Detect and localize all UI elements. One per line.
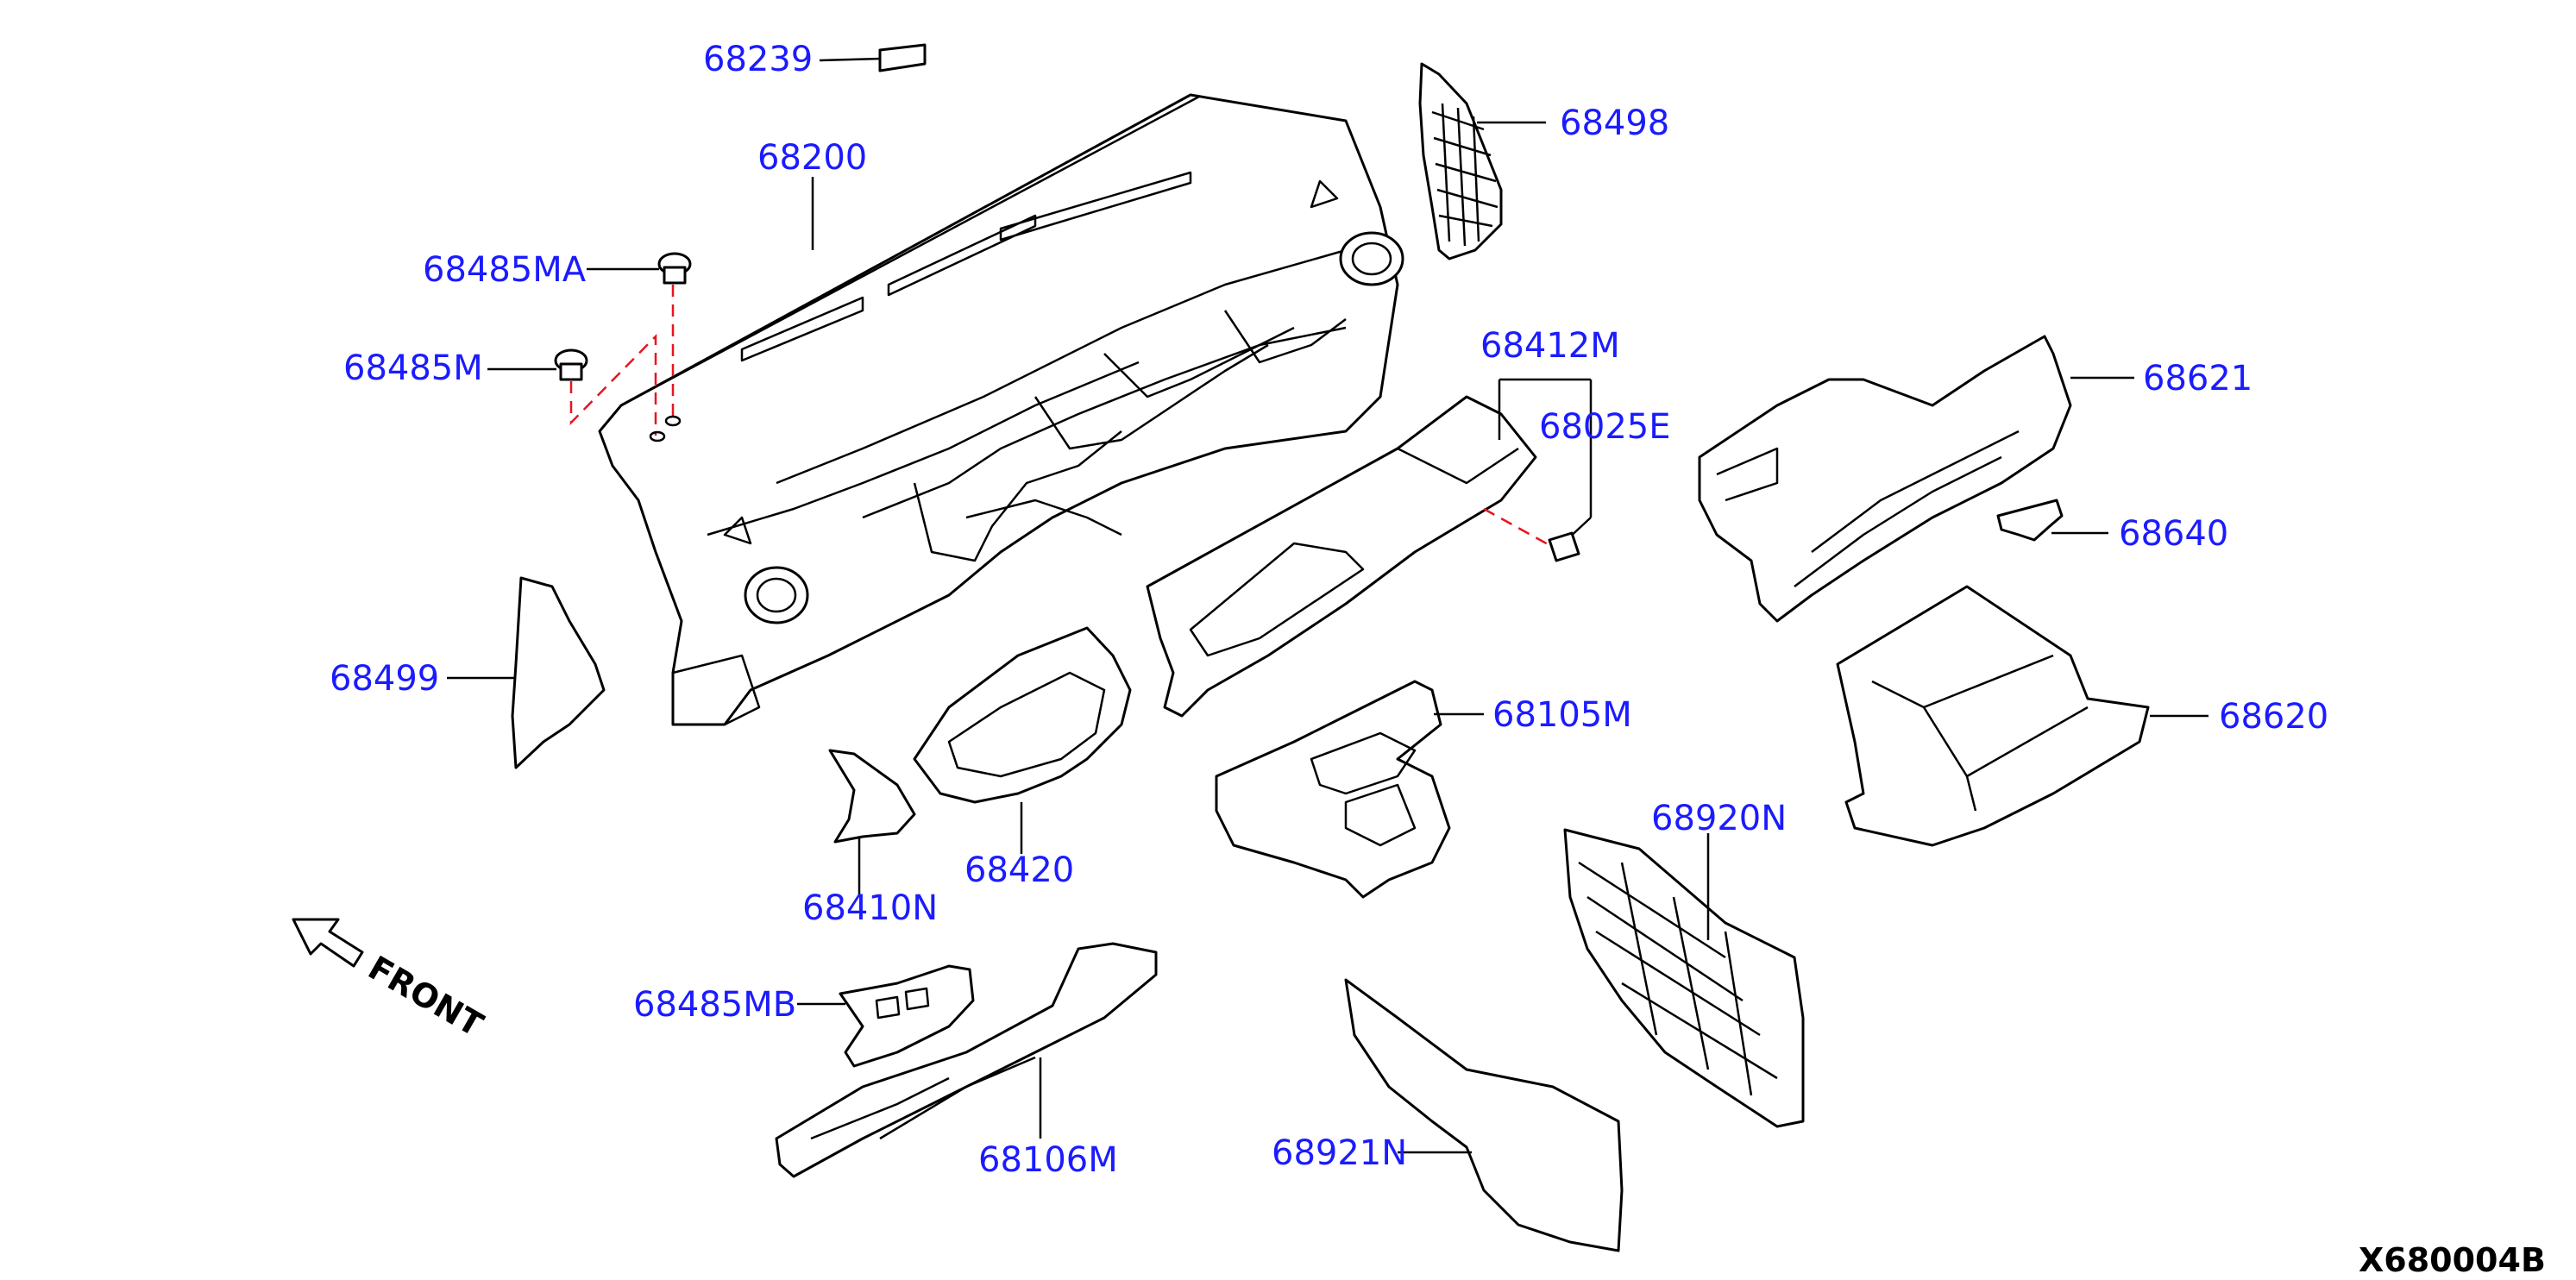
front-label: FRONT — [362, 949, 490, 1045]
label-68485M[interactable]: 68485M — [343, 348, 483, 388]
label-68485MB[interactable]: 68485MB — [633, 985, 796, 1025]
part-68498-bracket — [1418, 62, 1546, 260]
part-68410N-cover — [828, 749, 916, 897]
part-68640-bracket — [1996, 499, 2108, 542]
part-68485MA-clip — [587, 252, 692, 427]
label-68620[interactable]: 68620 — [2219, 697, 2328, 737]
label-68410N[interactable]: 68410N — [802, 888, 938, 928]
label-68499[interactable]: 68499 — [330, 659, 439, 699]
label-68420[interactable]: 68420 — [964, 850, 1074, 890]
label-68485MA[interactable]: 68485MA — [423, 250, 587, 290]
label-68025E[interactable]: 68025E — [1539, 407, 1671, 447]
label-68239[interactable]: 68239 — [703, 40, 813, 79]
part-68200-instrument-panel — [598, 93, 1404, 726]
part-68921N-kick-panel — [1344, 978, 1624, 1252]
part-68620-glove-box — [1836, 585, 2208, 847]
diagram-code: X680004B — [2359, 1241, 2546, 1279]
part-68412M-panel — [1146, 378, 1591, 718]
label-68200[interactable]: 68200 — [757, 138, 867, 178]
front-arrow-icon — [292, 918, 364, 968]
part-68499-side-cover — [447, 576, 606, 769]
label-68621[interactable]: 68621 — [2143, 359, 2252, 398]
part-68239-drawing — [819, 43, 927, 72]
part-68485M-clip — [487, 333, 666, 442]
part-68621-frame — [1698, 335, 2134, 623]
part-68025E-clip — [1483, 380, 1593, 562]
part-68420-meter-hood — [913, 626, 1132, 854]
label-68106M[interactable]: 68106M — [978, 1140, 1118, 1180]
part-68106M-finisher — [775, 942, 1158, 1178]
part-68485MB-finisher — [797, 964, 975, 1068]
label-68105M[interactable]: 68105M — [1492, 695, 1632, 735]
part-68105M-bracket — [1215, 680, 1484, 899]
part-68920N-duct-panel — [1563, 828, 1805, 1128]
label-68921N[interactable]: 68921N — [1272, 1133, 1407, 1173]
label-68920N[interactable]: 68920N — [1651, 799, 1787, 838]
label-68498[interactable]: 68498 — [1560, 104, 1669, 143]
label-68412M[interactable]: 68412M — [1480, 326, 1620, 366]
label-68640[interactable]: 68640 — [2119, 514, 2228, 554]
